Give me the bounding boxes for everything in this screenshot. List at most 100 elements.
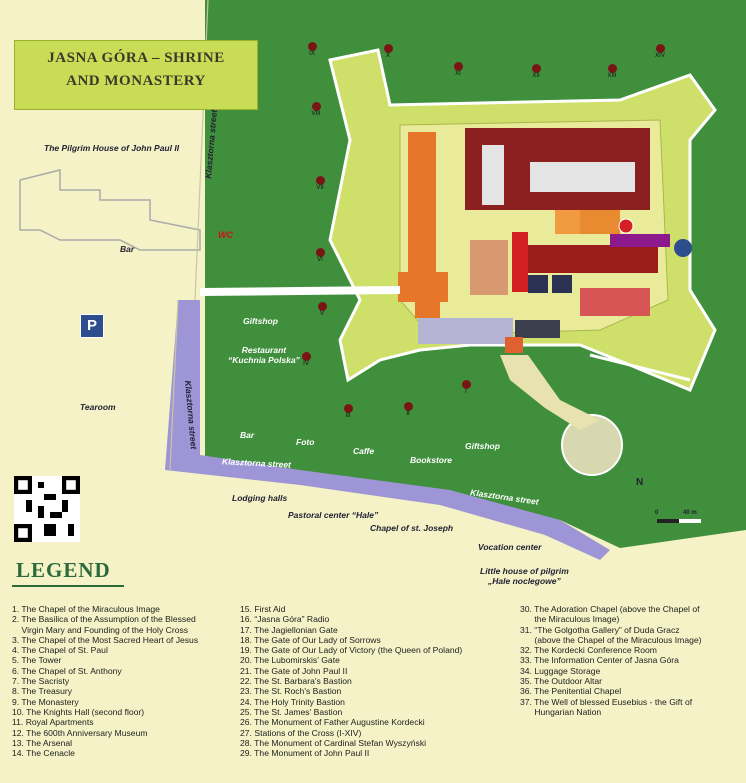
station-label: XI <box>455 71 461 77</box>
pilgrim-house-outline <box>19 169 201 251</box>
station-label: II <box>406 411 410 417</box>
legend-item: 19. The Gate of Our Lady of Victory (the… <box>240 645 463 656</box>
legend-item: 37. The Well of blessed Eusebius - the G… <box>520 696 693 707</box>
legend-item: 2. The Basilica of the Assumption of the… <box>12 614 196 625</box>
legend-item: 20. The Lubomirskis' Gate <box>240 655 340 666</box>
station-marker: XI <box>453 62 463 77</box>
label-pilgrim-house: The Pilgrim House of John Paul II <box>44 143 180 153</box>
gate-20-circle <box>561 414 623 476</box>
legend-item: 11. Royal Apartments <box>12 717 94 728</box>
label-vocation-center: Vocation center <box>478 542 542 552</box>
legend-underline <box>12 585 124 587</box>
station-label: VII <box>316 185 324 191</box>
legend-heading: LEGEND <box>16 558 111 582</box>
legend-item: 32. The Kordecki Conference Room <box>520 645 657 656</box>
scale-end: 40 m <box>683 510 697 516</box>
legend-item: 21. The Gate of John Paul II <box>240 665 348 676</box>
legend-item: Hungarian Nation <box>520 706 602 717</box>
legend-item: 27. Stations of the Cross (I-XIV) <box>240 727 362 738</box>
legend-item: 22. The St. Barbara's Bastion <box>240 676 352 687</box>
legend-item: 26. The Monument of Father Augustine Kor… <box>240 717 425 728</box>
parking-icon: P <box>80 314 104 338</box>
station-marker: VIII <box>311 102 321 117</box>
legend-item: 29. The Monument of John Paul II <box>240 748 370 759</box>
legend-item: 24. The Holy Trinity Bastion <box>240 696 345 707</box>
legend-item: 36. The Penitential Chapel <box>520 686 622 697</box>
map-title-line2: AND MONASTERY <box>66 73 206 89</box>
legend-item: 1. The Chapel of the Miraculous Image <box>12 604 160 614</box>
legend-item: the Miraculous Image) <box>520 614 620 625</box>
building-6 <box>512 232 528 292</box>
legend-column-1: 1. The Chapel of the Miraculous Image 2.… <box>12 604 198 758</box>
legend-item: 13. The Arsenal <box>12 737 73 748</box>
building-royal-apartments <box>470 240 508 295</box>
building-32 <box>408 132 436 292</box>
legend-column-2: 15. First Aid 16. “Jasna Góra” Radio 17.… <box>240 604 462 758</box>
label-wc: WC <box>218 230 233 240</box>
label-little-house: Little house of pilgrim „Hale noclegowe” <box>480 566 569 586</box>
label-foto: Foto <box>296 437 315 447</box>
legend-item: 5. The Tower <box>12 655 62 666</box>
legend-item: 35. The Outdoor Altar <box>520 676 603 687</box>
legend-item: 7. The Sacristy <box>12 676 70 687</box>
map-title-line1: JASNA GÓRA – SHRINE <box>47 50 225 66</box>
station-label: I <box>465 389 467 395</box>
station-marker: X <box>383 44 393 59</box>
gate-17 <box>505 337 523 353</box>
outdoor-altar <box>674 239 692 257</box>
station-marker: IX <box>307 42 317 57</box>
station-label: XIII <box>607 73 617 79</box>
legend-item: 23. The St. Roch's Bastion <box>240 686 342 697</box>
station-marker: VII <box>315 176 325 191</box>
legend-item: 10. The Knights Hall (second floor) <box>12 706 145 717</box>
label-chapel-joseph: Chapel of st. Joseph <box>370 523 454 533</box>
station-marker: VI <box>315 248 325 263</box>
legend-item: 31. “The Golgotha Gallery” of Duda Gracz <box>520 624 680 635</box>
station-label: VIII <box>311 111 321 117</box>
legend-item: 25. The St. James' Bastion <box>240 706 343 717</box>
building-basilica <box>528 245 658 273</box>
station-marker: IV <box>301 352 311 367</box>
station-label: X <box>385 53 390 59</box>
station-marker: XII <box>531 64 541 79</box>
legend-item: 12. The 600th Anniversary Museum <box>12 727 148 738</box>
legend-item: 9. The Monastery <box>12 696 79 707</box>
station-label: VI <box>317 257 323 263</box>
label-pastoral-center: Pastoral center “Hale” <box>288 510 379 520</box>
legend-column-3: 30. The Adoration Chapel (above the Chap… <box>520 604 702 717</box>
station-marker: XIII <box>607 64 617 79</box>
station-marker: II <box>403 402 413 417</box>
station-label: XII <box>532 73 540 79</box>
legend-item: 15. First Aid <box>240 604 286 614</box>
label-giftshop-2: Giftshop <box>465 441 500 451</box>
north-arrow-label: N <box>636 477 644 488</box>
building-cenacle <box>580 288 650 316</box>
label-caffe: Caffe <box>353 446 375 456</box>
legend-item: 6. The Chapel of St. Anthony <box>12 665 122 676</box>
map-title-box: JASNA GÓRA – SHRINE AND MONASTERY <box>14 40 258 110</box>
scale-start: 0 <box>655 510 659 516</box>
station-label: XIV <box>655 53 665 59</box>
label-bookstore: Bookstore <box>410 455 453 465</box>
legend-item: 16. “Jasna Góra” Radio <box>240 614 330 625</box>
legend-item: 8. The Treasury <box>12 686 73 697</box>
legend-item: 34. Luggage Storage <box>520 665 601 676</box>
station-label: III <box>345 413 351 419</box>
station-label: IV <box>303 361 309 367</box>
legend-item: 14. The Cenacle <box>12 748 75 759</box>
building-knights-hall <box>520 192 640 210</box>
legend-item: 4. The Chapel of St. Paul <box>12 645 108 656</box>
label-tearoom: Tearoom <box>80 402 116 412</box>
legend-item: 28. The Monument of Cardinal Stefan Wysz… <box>240 737 427 748</box>
legend-item: 30. The Adoration Chapel (above the Chap… <box>520 604 700 614</box>
station-label: V <box>319 311 324 317</box>
label-restaurant: Restaurant “Kuchnia Polska” <box>228 345 300 365</box>
legend-item: Virgin Mary and Founding of the Holy Cro… <box>12 624 189 635</box>
station-label: IX <box>309 51 315 57</box>
building-arsenal <box>415 300 440 318</box>
legend-item: 33. The Information Center of Jasna Góra <box>520 655 679 666</box>
klasztorna-street <box>165 300 610 560</box>
building-36 <box>515 320 560 338</box>
monastery-map <box>19 0 746 560</box>
station-marker: I <box>461 380 471 395</box>
